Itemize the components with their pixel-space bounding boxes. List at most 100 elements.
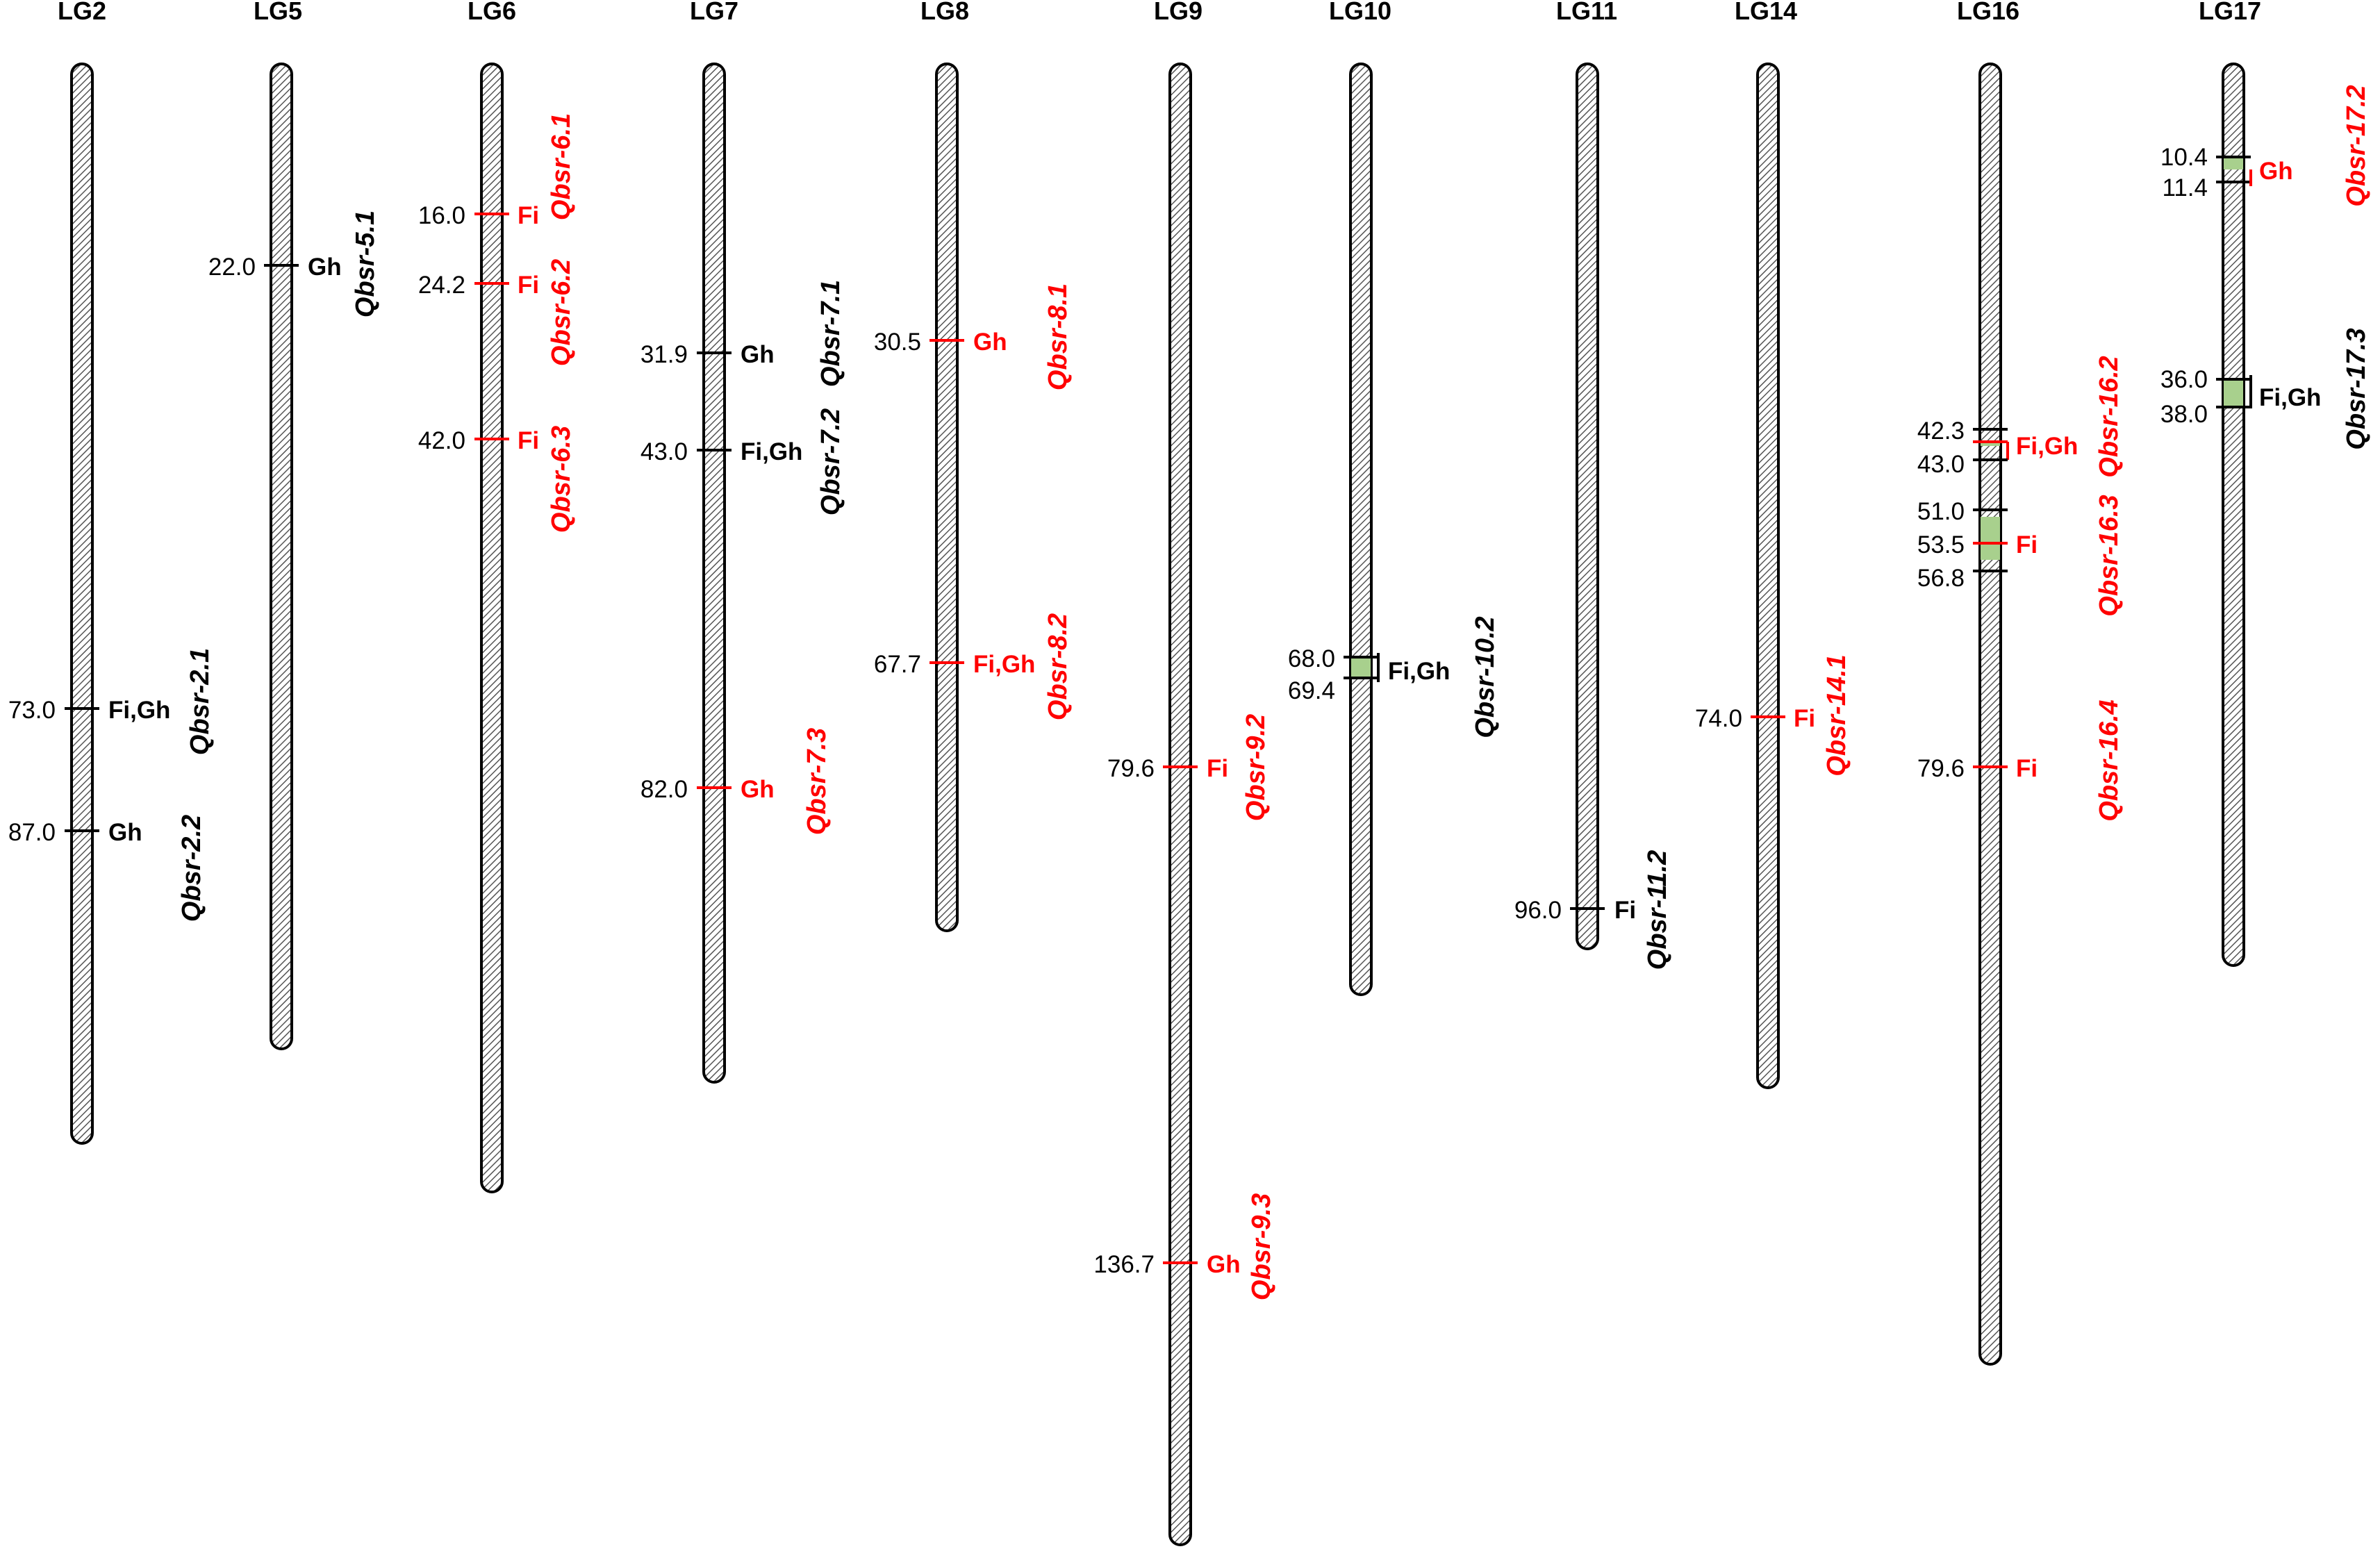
lg-title: LG2	[58, 0, 106, 25]
trait-label: Fi	[518, 202, 539, 229]
chromosome-bar	[702, 63, 726, 1084]
chromosome-bar	[480, 63, 504, 1193]
chromosome-bar	[935, 63, 959, 932]
trait-label: Gh	[2259, 158, 2293, 185]
lg-title: LG16	[1957, 0, 2019, 25]
trait-label: Gh	[741, 776, 775, 803]
marker-position: 43.0	[641, 438, 688, 465]
chromosome-bar	[1576, 63, 1599, 950]
trait-label: Fi	[1794, 705, 1815, 732]
qtl-name: Qbsr-10.2	[1471, 616, 1500, 738]
linkage-group-lg10: LG10 68.0 69.4 Fi,Gh Qbsr-10.2	[1288, 0, 1500, 996]
qtl-name: Qbsr-6.2	[547, 259, 576, 366]
lg-title: LG14	[1735, 0, 1797, 25]
linkage-group-lg6: LG6 16.0 Fi 24.2 Fi 42.0 Fi Qbsr-6.1 Qbs…	[418, 0, 576, 1193]
qtl-interval	[1351, 657, 1371, 678]
marker-position: 42.3	[1917, 417, 1965, 445]
marker-position: 68.0	[1288, 645, 1335, 672]
qtl-name: Qbsr-8.1	[1043, 283, 1073, 390]
linkage-group-lg9: LG9 79.6 Fi 136.7 Gh Qbsr-9.2 Qbsr-9.3	[1093, 0, 1276, 1546]
trait-label: Gh	[1207, 1251, 1241, 1278]
qtl-name: Qbsr-16.4	[2094, 699, 2124, 821]
marker-position: 51.0	[1917, 498, 1965, 525]
marker-position: 43.0	[1917, 451, 1965, 478]
marker-position: 79.6	[1107, 755, 1155, 782]
trait-label: Fi,Gh	[741, 438, 802, 465]
lg-title: LG9	[1154, 0, 1203, 25]
marker-position: 30.5	[874, 329, 921, 356]
qtl-name: Qbsr-6.1	[547, 113, 576, 220]
qtl-name: Qbsr-8.2	[1043, 613, 1073, 720]
marker-position: 82.0	[641, 776, 688, 803]
qtl-name: Qbsr-11.2	[1643, 850, 1672, 970]
marker-position: 74.0	[1695, 705, 1742, 732]
linkage-group-lg11: LG11 96.0 Fi Qbsr-11.2	[1514, 0, 1672, 970]
marker-position: 31.9	[641, 341, 688, 368]
marker-position: 22.0	[208, 254, 256, 281]
lg-title: LG7	[690, 0, 738, 25]
lg-title: LG6	[468, 0, 516, 25]
marker-position: 56.8	[1917, 565, 1965, 592]
marker-position: 79.6	[1917, 755, 1965, 782]
trait-label: Fi,Gh	[108, 697, 170, 724]
trait-label: Fi,Gh	[2016, 433, 2078, 460]
linkage-group-lg8: LG8 30.5 Gh 67.7 Fi,Gh Qbsr-8.1 Qbsr-8.2	[874, 0, 1073, 932]
qtl-name: Qbsr-9.3	[1247, 1193, 1276, 1300]
marker-position: 67.7	[874, 651, 921, 678]
marker-position: 16.0	[418, 202, 465, 229]
qtl-name: Qbsr-9.2	[1241, 714, 1271, 821]
chromosome-bar	[270, 63, 293, 1050]
trait-label: Fi	[518, 272, 539, 299]
marker-position: 87.0	[8, 819, 56, 846]
chromosome-bar	[2222, 63, 2245, 967]
chromosome-bar	[1978, 63, 2002, 1366]
trait-label: Gh	[108, 819, 142, 846]
trait-label: Fi	[2016, 755, 2038, 782]
marker-position: 10.4	[2160, 144, 2208, 171]
qtl-name: Qbsr-14.1	[1822, 654, 1851, 776]
trait-label: Fi	[1614, 897, 1636, 924]
marker-position: 38.0	[2160, 401, 2208, 428]
marker-position: 96.0	[1514, 897, 1562, 924]
qtl-name: Qbsr-7.2	[816, 408, 845, 515]
lg-title: LG10	[1329, 0, 1391, 25]
chromosome-bar	[1168, 63, 1192, 1546]
trait-label: Gh	[308, 254, 342, 281]
trait-label: Fi	[518, 427, 539, 454]
qtl-name: Qbsr-5.1	[351, 210, 380, 317]
linkage-group-lg5: LG5 22.0 Gh Qbsr-5.1	[208, 0, 380, 1050]
linkage-group-lg2: LG2 73.0 Fi,Gh 87.0 Gh Qbsr-2.1 Qbsr-2.2	[8, 0, 215, 1145]
qtl-name: Qbsr-17.2	[2342, 85, 2371, 206]
trait-label: Fi,Gh	[1388, 658, 1450, 685]
qtl-name: Qbsr-2.1	[185, 648, 215, 755]
qtl-interval	[1981, 517, 2000, 560]
qtl-name: Qbsr-6.3	[547, 426, 576, 533]
lg-title: LG17	[2199, 0, 2261, 25]
marker-position: 136.7	[1093, 1251, 1155, 1278]
qtl-name: Qbsr-7.3	[802, 728, 832, 835]
chromosome-bar	[1349, 63, 1373, 996]
qtl-name: Qbsr-7.1	[816, 280, 845, 387]
qtl-name: Qbsr-2.2	[177, 815, 206, 922]
marker-position: 11.4	[2162, 174, 2208, 201]
linkage-group-lg17: LG17 10.4 11.4 Gh 36.0 38.0 Fi,Gh Qbsr-1…	[2160, 0, 2371, 967]
linkage-group-lg16: LG16 42.3 Fi,Gh 43.0 51.0 53.5 Fi 56.8 7…	[1917, 0, 2124, 1366]
marker-position: 69.4	[1288, 677, 1335, 704]
trait-label: Gh	[741, 341, 775, 368]
trait-label: Fi	[2016, 531, 2038, 558]
qtl-interval	[2224, 158, 2243, 169]
marker-position: 42.0	[418, 427, 465, 454]
chromosome-bar	[1756, 63, 1780, 1089]
trait-label: Fi,Gh	[2259, 384, 2321, 411]
chromosome-bar	[70, 63, 94, 1145]
lg-title: LG8	[920, 0, 969, 25]
trait-label: Gh	[973, 329, 1007, 356]
marker-position: 73.0	[8, 697, 56, 724]
qtl-name: Qbsr-16.3	[2094, 495, 2124, 616]
trait-label: Fi,Gh	[973, 651, 1035, 678]
linkage-group-lg14: LG14 74.0 Fi Qbsr-14.1	[1695, 0, 1851, 1089]
marker-position: 36.0	[2160, 366, 2208, 393]
marker-position: 53.5	[1917, 531, 1965, 558]
qtl-name: Qbsr-17.3	[2342, 328, 2371, 449]
